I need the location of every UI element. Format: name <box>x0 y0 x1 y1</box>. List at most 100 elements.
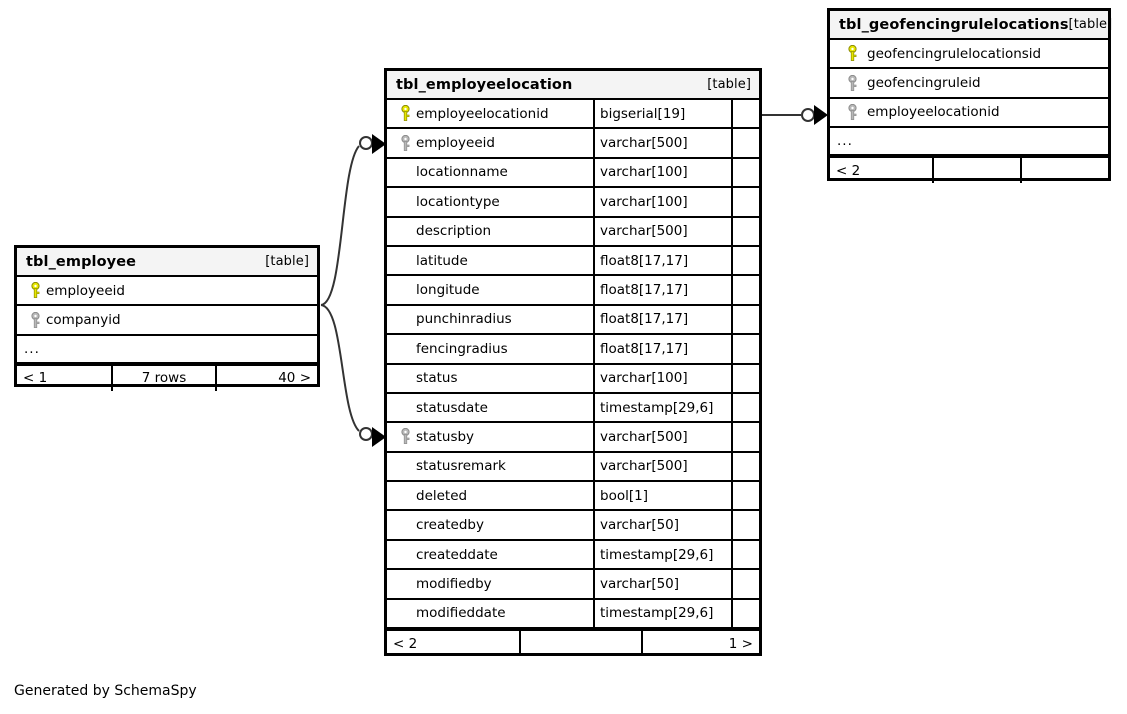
relationship-anchor <box>731 335 759 363</box>
column-name: fencingradius <box>416 340 508 357</box>
table-row[interactable]: createddate timestamp[29,6] <box>387 540 759 571</box>
column-type: float8[17,17] <box>593 305 731 334</box>
column-name: locationtype <box>416 193 500 210</box>
table-tbl_employee[interactable]: tbl_employee [table] employeeid <box>14 245 320 391</box>
table-row[interactable]: employeeid varchar[500] <box>387 129 759 159</box>
table-type-tag: [table] <box>1068 17 1113 32</box>
column-type: varchar[500] <box>593 423 731 451</box>
table-header: tbl_employeelocation [table] <box>387 71 759 100</box>
table-row[interactable]: modifieddate timestamp[29,6] <box>387 599 759 630</box>
foreign-key-icon <box>394 134 416 152</box>
column-cell: fencingradius <box>387 335 593 362</box>
table-tbl_geofencingrulelocations[interactable]: tbl_geofencingrulelocations [table] geof… <box>827 8 1112 184</box>
column-cell: createddate <box>387 541 593 568</box>
footer-prev-button[interactable]: < 2 <box>393 635 418 652</box>
table-type-tag: [table] <box>707 77 751 92</box>
foreign-key-icon <box>837 74 867 92</box>
table-row[interactable]: punchinradius float8[17,17] <box>387 305 759 336</box>
column-cell: locationname <box>387 159 593 186</box>
relationship-anchor <box>731 158 759 187</box>
table-row[interactable]: createdby varchar[50] <box>387 511 759 541</box>
table-row[interactable]: modifiedby varchar[50] <box>387 570 759 600</box>
table-type-tag: [table] <box>265 254 309 269</box>
footer-rowcount <box>932 158 1020 184</box>
column-cell: employeelocationid <box>830 99 1108 126</box>
relationship-anchor <box>731 423 759 451</box>
table-row[interactable]: statusremark varchar[500] <box>387 452 759 483</box>
column-name: longitude <box>416 282 480 299</box>
column-cell: latitude <box>387 247 593 274</box>
table-row[interactable]: status varchar[100] <box>387 364 759 394</box>
table-row[interactable]: latitude float8[17,17] <box>387 246 759 277</box>
primary-key-icon <box>24 282 46 299</box>
table-row[interactable]: locationname varchar[100] <box>387 158 759 189</box>
column-name: createdby <box>416 517 484 534</box>
column-name: punchinradius <box>416 311 512 328</box>
column-type: float8[17,17] <box>593 246 731 275</box>
column-type: varchar[500] <box>593 217 731 245</box>
column-type: varchar[500] <box>593 129 731 157</box>
table-row[interactable]: companyid <box>17 306 317 336</box>
relationship-anchor <box>731 364 759 392</box>
column-type: float8[17,17] <box>593 276 731 304</box>
column-name: deleted <box>416 487 468 504</box>
table-footer: < 2 1 > <box>387 629 759 657</box>
column-cell: modifiedby <box>387 570 593 597</box>
column-name: employeelocationid <box>416 105 549 122</box>
column-name: companyid <box>46 312 121 329</box>
column-cell: modifieddate <box>387 600 593 627</box>
table-row[interactable]: locationtype varchar[100] <box>387 188 759 218</box>
column-name: description <box>416 223 492 240</box>
column-name: modifieddate <box>416 605 506 622</box>
table-footer: < 2 <box>830 156 1108 184</box>
table-row[interactable]: deleted bool[1] <box>387 482 759 512</box>
table-header: tbl_geofencingrulelocations [table] <box>830 11 1112 40</box>
column-type: varchar[50] <box>593 570 731 598</box>
column-cell: geofencingruleid <box>830 69 1108 96</box>
relationship-anchor <box>731 511 759 539</box>
column-type: varchar[100] <box>593 188 731 216</box>
relationship-anchor <box>731 599 759 628</box>
column-cell: statusremark <box>387 453 593 480</box>
column-type: bigserial[19] <box>593 100 731 128</box>
footer-next-button[interactable] <box>1020 158 1108 184</box>
column-cell: statusby <box>387 423 593 450</box>
table-row[interactable]: employeeid <box>17 277 317 307</box>
column-type: timestamp[29,6] <box>593 540 731 569</box>
column-cell: deleted <box>387 482 593 509</box>
table-header: tbl_employee [table] <box>17 248 317 277</box>
relationship-anchor <box>731 217 759 245</box>
table-row[interactable]: statusdate timestamp[29,6] <box>387 393 759 424</box>
footer-prev-button[interactable]: < 2 <box>836 162 861 179</box>
column-name: employeeid <box>46 282 125 299</box>
table-row[interactable]: geofencingrulelocationsid <box>830 40 1108 70</box>
table-row[interactable]: statusby varchar[500] <box>387 423 759 453</box>
footer-prev-button[interactable]: < 1 <box>23 370 48 387</box>
column-name: employeelocationid <box>867 104 1000 121</box>
column-cell: status <box>387 365 593 392</box>
foreign-key-icon <box>394 428 416 445</box>
column-name: locationname <box>416 164 508 181</box>
column-name: status <box>416 370 458 387</box>
column-type: varchar[100] <box>593 158 731 187</box>
more-columns-indicator: ... <box>17 336 317 364</box>
foreign-key-icon <box>24 311 46 329</box>
table-row[interactable]: geofencingruleid <box>830 69 1108 99</box>
table-row[interactable]: fencingradius float8[17,17] <box>387 335 759 365</box>
column-cell: longitude <box>387 276 593 303</box>
table-row[interactable]: employeelocationid <box>830 99 1108 129</box>
footer-next-button[interactable]: 40 > <box>215 365 317 391</box>
footer-next-button[interactable]: 1 > <box>641 631 759 657</box>
table-row[interactable]: longitude float8[17,17] <box>387 276 759 306</box>
table-title: tbl_geofencingrulelocations <box>839 16 1069 33</box>
footer-rowcount: 7 rows <box>111 365 215 391</box>
table-row[interactable]: description varchar[500] <box>387 217 759 247</box>
table-footer: < 1 7 rows 40 > <box>17 363 317 391</box>
column-name: statusby <box>416 428 475 445</box>
table-row[interactable]: employeelocationid bigserial[19] <box>387 100 759 130</box>
column-type: float8[17,17] <box>593 335 731 363</box>
relationship-anchor <box>731 276 759 304</box>
relationship-anchor <box>731 129 759 157</box>
table-tbl_employeelocation[interactable]: tbl_employeelocation [table] employeeloc… <box>384 68 762 657</box>
